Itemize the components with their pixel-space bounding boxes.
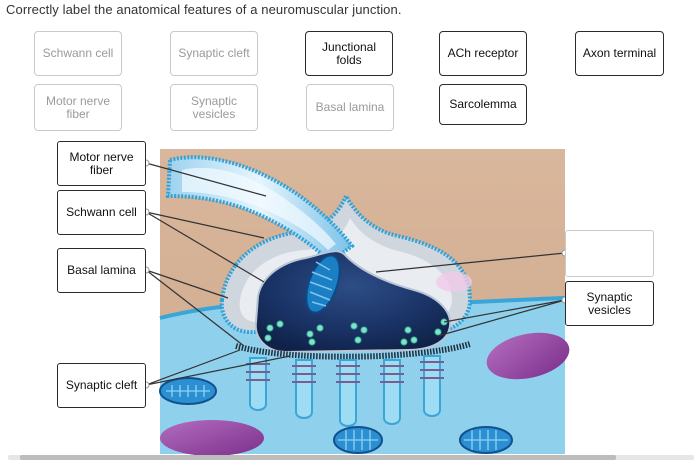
horizontal-scrollbar-thumb[interactable] bbox=[20, 455, 616, 460]
axon-terminal bbox=[254, 250, 452, 354]
muscle-mitochondrion-left-bottom bbox=[160, 420, 264, 456]
leader-motor-nerve-fiber bbox=[145, 162, 267, 197]
leader-synaptic-cleft-1 bbox=[145, 349, 241, 386]
illustration bbox=[159, 149, 570, 456]
synaptic-cleft-band bbox=[235, 341, 471, 360]
bank-chip-synaptic-vesicles[interactable]: Synaptic vesicles bbox=[170, 84, 258, 131]
muscle-mitochondrion-bottom-center bbox=[333, 426, 383, 454]
target-schwann-cell[interactable]: Schwann cell bbox=[57, 190, 146, 235]
target-basal-lamina[interactable]: Basal lamina bbox=[57, 248, 146, 293]
junctional-folds bbox=[249, 355, 441, 427]
target-empty-drop-zone[interactable] bbox=[565, 230, 654, 277]
target-synaptic-cleft[interactable]: Synaptic cleft bbox=[57, 363, 146, 408]
muscle-mitochondrion-left bbox=[159, 377, 217, 405]
terminal-mitochondrion-cristae bbox=[309, 261, 333, 307]
schwann-nucleus bbox=[436, 272, 472, 292]
leader-schwann-1 bbox=[145, 211, 265, 239]
leader-lines bbox=[145, 162, 566, 386]
leader-vesicles-2 bbox=[437, 299, 566, 337]
bank-chip-ach-receptor[interactable]: ACh receptor bbox=[439, 31, 527, 76]
bank-chip-basal-lamina[interactable]: Basal lamina bbox=[306, 84, 394, 131]
leader-basal-lamina-1 bbox=[145, 269, 229, 299]
terminal-mitochondrion bbox=[305, 254, 341, 314]
bank-chip-sarcolemma[interactable]: Sarcolemma bbox=[439, 84, 527, 125]
instruction-text: Correctly label the anatomical features … bbox=[6, 2, 402, 17]
bank-chip-junctional-folds[interactable]: Junctional folds bbox=[305, 31, 393, 76]
bank-chip-schwann-cell[interactable]: Schwann cell bbox=[34, 31, 122, 76]
leader-schwann-2 bbox=[145, 211, 265, 283]
leader-basal-lamina-2 bbox=[145, 269, 245, 347]
muscle-mitochondrion-right bbox=[486, 332, 570, 380]
target-synaptic-vesicles[interactable]: Synaptic vesicles bbox=[565, 281, 654, 326]
bank-chip-motor-nerve-fiber[interactable]: Motor nerve fiber bbox=[34, 84, 122, 131]
muscle-mitochondrion-bottom-right bbox=[459, 426, 513, 454]
leader-right-top bbox=[375, 252, 566, 273]
target-motor-nerve-fiber[interactable]: Motor nerve fiber bbox=[57, 141, 146, 186]
axon-highlight bbox=[182, 167, 336, 250]
leader-synaptic-cleft-2 bbox=[145, 355, 291, 386]
ach-receptors bbox=[246, 361, 444, 383]
synaptic-vesicles bbox=[264, 318, 448, 346]
leader-vesicles-1 bbox=[443, 299, 566, 323]
bank-chip-synaptic-cleft[interactable]: Synaptic cleft bbox=[170, 31, 258, 76]
bank-chip-axon-terminal[interactable]: Axon terminal bbox=[575, 31, 664, 76]
